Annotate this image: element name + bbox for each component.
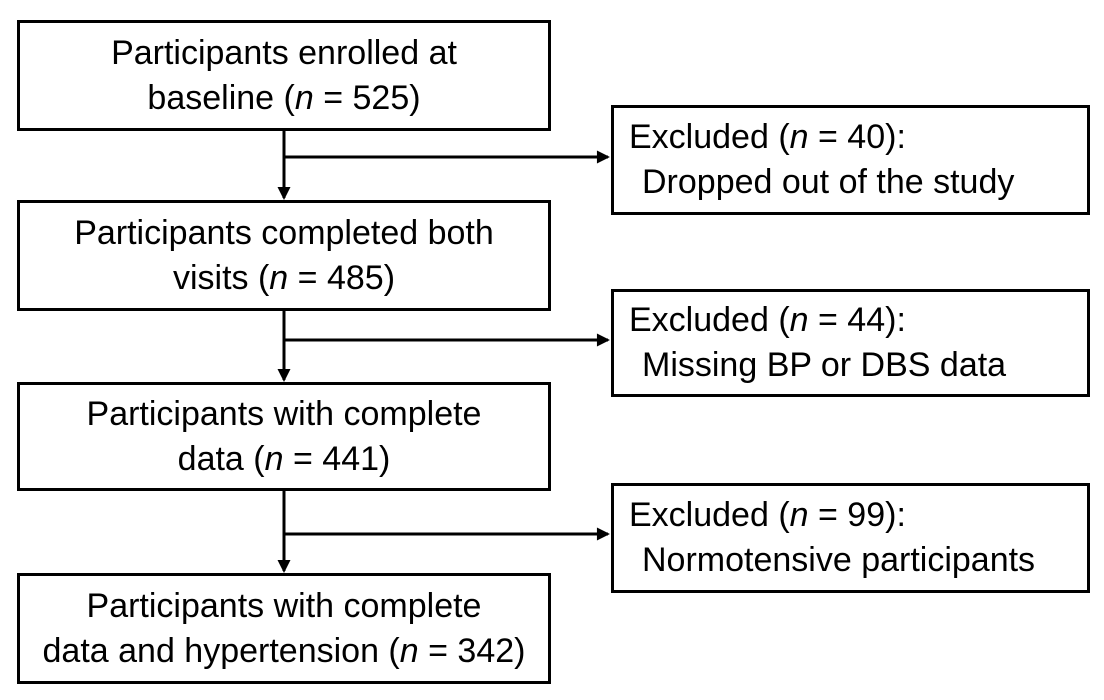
flow-box-complete-data: Participants with complete data (n = 441… [17, 382, 551, 491]
excluded-box-header: Excluded (n = 40): [629, 115, 1083, 160]
flow-box-text: visits ( [172, 258, 270, 297]
excluded-box-normotensive: Excluded (n = 99): Normotensive particip… [611, 483, 1090, 593]
flow-box-completed-visits: Participants completed both visits (n = … [17, 200, 551, 311]
n-count: = 525) [313, 78, 421, 117]
n-symbol: n [789, 118, 809, 156]
flow-box-line2: visits (n = 485) [20, 256, 548, 301]
n-symbol: n [294, 78, 314, 117]
flow-box-enrolled-baseline: Participants enrolled at baseline (n = 5… [17, 20, 551, 131]
excluded-box-dropped-out: Excluded (n = 40): Dropped out of the st… [611, 105, 1090, 215]
n-count: = 44): [808, 301, 906, 339]
excluded-box-header: Excluded (n = 44): [629, 298, 1083, 343]
n-symbol: n [269, 258, 289, 297]
n-count: = 485) [288, 258, 396, 297]
flow-box-line1: Participants completed both [20, 211, 548, 256]
n-count: = 99): [808, 496, 906, 534]
excluded-label: Excluded ( [629, 496, 790, 534]
excluded-box-header: Excluded (n = 99): [629, 493, 1083, 538]
n-symbol: n [399, 631, 419, 670]
n-symbol: n [789, 496, 809, 534]
flow-box-text: Participants enrolled at [111, 33, 457, 72]
excluded-reason: Missing BP or DBS data [629, 343, 1083, 388]
excluded-reason: Normotensive participants [629, 538, 1083, 583]
excluded-reason: Dropped out of the study [629, 160, 1083, 205]
flow-box-line1: Participants enrolled at [20, 31, 548, 76]
flow-box-text: data ( [177, 439, 265, 478]
flow-box-text: Participants with complete [86, 394, 482, 433]
excluded-reason-text: Dropped out of the study [642, 163, 1015, 201]
n-symbol: n [264, 439, 284, 478]
excluded-reason-text: Missing BP or DBS data [642, 346, 1007, 384]
flow-box-line2: data (n = 441) [20, 437, 548, 482]
flow-box-complete-data-hypertension: Participants with complete data and hype… [17, 573, 551, 684]
n-symbol: n [789, 301, 809, 339]
flow-box-line2: baseline (n = 525) [20, 76, 548, 121]
n-count: = 342) [418, 631, 526, 670]
n-count: = 40): [808, 118, 906, 156]
excluded-label: Excluded ( [629, 118, 790, 156]
excluded-reason-text: Normotensive participants [642, 541, 1036, 579]
flow-box-text: Participants with complete [86, 586, 482, 625]
flow-box-text: Participants completed both [74, 213, 494, 252]
flow-box-line2: data and hypertension (n = 342) [20, 629, 548, 674]
n-count: = 441) [283, 439, 391, 478]
excluded-label: Excluded ( [629, 301, 790, 339]
flow-box-line1: Participants with complete [20, 584, 548, 629]
flow-box-text: baseline ( [147, 78, 295, 117]
flow-box-line1: Participants with complete [20, 392, 548, 437]
flow-box-text: data and hypertension ( [42, 631, 400, 670]
excluded-box-missing-data: Excluded (n = 44): Missing BP or DBS dat… [611, 289, 1090, 397]
